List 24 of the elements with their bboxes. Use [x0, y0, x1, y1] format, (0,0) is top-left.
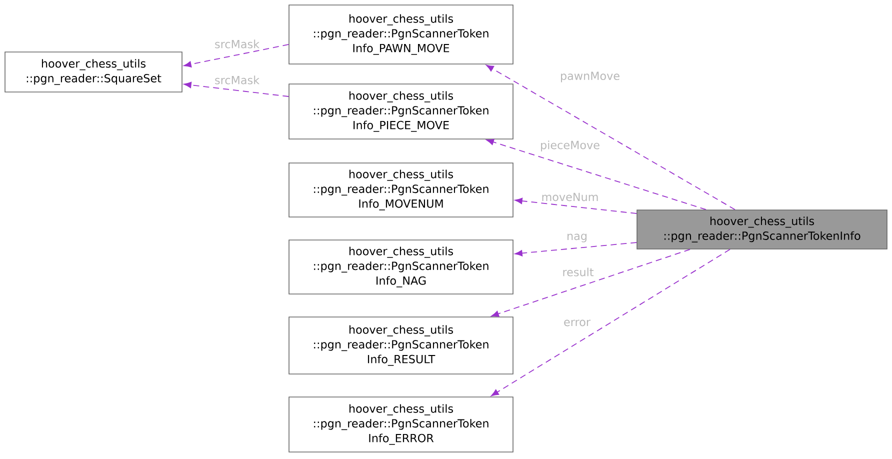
- arrow: [184, 44, 290, 68]
- edge-label: nag: [566, 232, 588, 244]
- arrow: [491, 248, 730, 396]
- edge-label: srcMask: [214, 74, 261, 86]
- edge-label: pieceMove: [539, 140, 601, 152]
- class-box: hoover_chess_utils ::pgn_reader::SquareSet: [4, 52, 182, 92]
- arrow: [184, 82, 290, 97]
- class-box: hoover_chess_utils ::pgn_reader::PgnScannerToken Info_PIECE_MOVE: [288, 84, 514, 140]
- edge-label: error: [562, 318, 592, 328]
- edge-label: srcMask: [214, 38, 261, 50]
- arrow: [486, 64, 736, 210]
- arrow: [486, 138, 706, 210]
- edge-label: result: [561, 266, 595, 278]
- arrow: [491, 248, 690, 317]
- class-box: hoover_chess_utils ::pgn_reader::PgnScannerToken Info_RESULT: [288, 316, 514, 374]
- class-box: hoover_chess_utils ::pgn_reader::PgnScannerToken Info_MOVENUM: [288, 162, 514, 218]
- class-box: hoover_chess_utils ::pgn_reader::PgnScannerToken Info_NAG: [288, 240, 514, 294]
- class-box: hoover_chess_utils ::pgn_reader::PgnScannerTokenInfo: [636, 210, 888, 250]
- arrow: [514, 242, 638, 256]
- arrow: [514, 198, 638, 214]
- class-box: hoover_chess_utils ::pgn_reader::PgnScannerToken Info_ERROR: [288, 396, 514, 452]
- class-box: hoover_chess_utils ::pgn_reader::PgnScannerToken Info_PAWN_MOVE: [288, 4, 514, 64]
- edge-label: pawnMove: [558, 70, 622, 84]
- edge-label: moveNum: [540, 192, 600, 202]
